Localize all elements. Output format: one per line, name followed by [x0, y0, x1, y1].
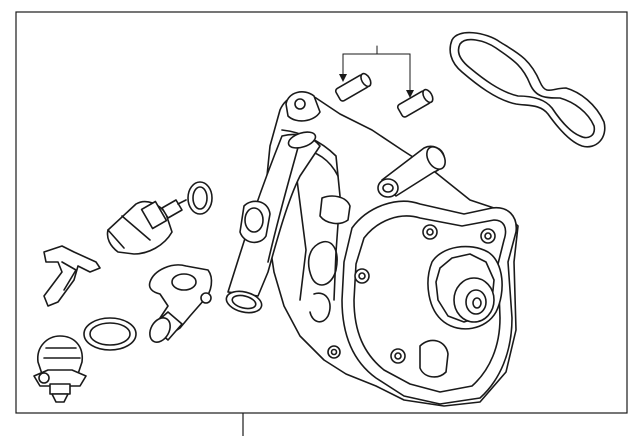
sensor-o-ring: [187, 181, 213, 215]
thermostat: [33, 335, 87, 403]
flange-o-ring: [83, 317, 137, 351]
water-pump-housing: [225, 91, 519, 407]
temperature-sensor: [106, 199, 187, 255]
coolant-flange: [148, 264, 213, 343]
housing-bolt-pins: [334, 72, 434, 118]
pump-pulley-hub: [427, 245, 503, 330]
gasket: [449, 31, 606, 148]
retaining-clip: [43, 245, 101, 307]
pins-callout-bracket: [339, 45, 414, 98]
